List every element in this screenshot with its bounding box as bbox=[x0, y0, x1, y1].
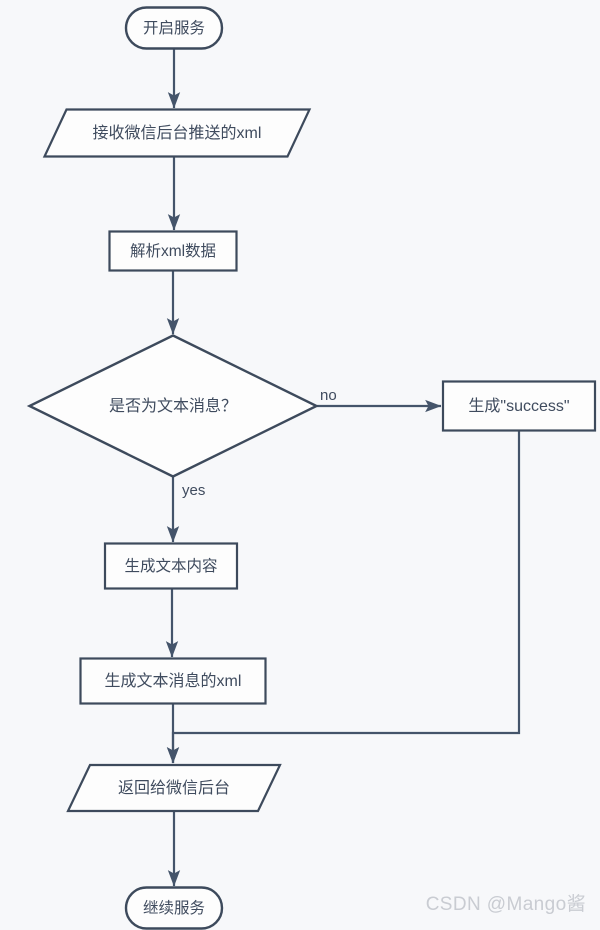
node-label-is-text-message: 是否为文本消息？ bbox=[109, 397, 237, 415]
flow-node-continue-service[interactable]: 继续服务 bbox=[124, 886, 224, 930]
flow-node-return-to-wechat[interactable]: 返回给微信后台 bbox=[66, 763, 282, 813]
node-label-receive-xml: 接收微信后台推送的xml bbox=[93, 124, 262, 142]
node-shape-rect bbox=[441, 380, 597, 432]
flow-node-receive-xml[interactable]: 接收微信后台推送的xml bbox=[42, 108, 312, 158]
flow-edge-success-to-return bbox=[166, 431, 521, 764]
flow-node-parse-xml[interactable]: 解析xml数据 bbox=[108, 230, 238, 272]
flow-node-start[interactable]: 开启服务 bbox=[124, 6, 224, 50]
flow-node-is-text-message[interactable]: 是否为文本消息？ bbox=[26, 334, 320, 478]
node-label-start: 开启服务 bbox=[143, 19, 205, 37]
flow-node-generate-success[interactable]: 生成"success" bbox=[441, 380, 597, 432]
edge-labels-layer: no yes bbox=[182, 387, 337, 499]
node-shape-parallelogram bbox=[42, 108, 312, 158]
node-label-continue-service: 继续服务 bbox=[143, 899, 205, 917]
node-shape-terminator bbox=[124, 6, 224, 50]
edges-layer bbox=[165, 49, 521, 887]
node-shape-diamond bbox=[26, 334, 320, 478]
node-label-parse-xml: 解析xml数据 bbox=[130, 242, 216, 260]
flow-node-generate-text-content[interactable]: 生成文本内容 bbox=[103, 542, 239, 590]
node-shape-rect bbox=[103, 542, 239, 590]
node-label-generate-text-xml: 生成文本消息的xml bbox=[105, 672, 242, 690]
node-shape-terminator bbox=[124, 886, 224, 930]
edge-label-decision-no-to-success: no bbox=[320, 387, 337, 404]
node-label-generate-success: 生成"success" bbox=[468, 397, 569, 415]
node-label-generate-text-content: 生成文本内容 bbox=[124, 557, 217, 575]
edge-label-decision-yes-to-content: yes bbox=[182, 482, 205, 499]
node-shape-parallelogram bbox=[66, 763, 282, 813]
flow-node-generate-text-xml[interactable]: 生成文本消息的xml bbox=[79, 657, 267, 705]
node-shape-rect bbox=[79, 657, 267, 705]
watermark: CSDN @Mango酱 bbox=[425, 894, 586, 915]
node-label-return-to-wechat: 返回给微信后台 bbox=[118, 779, 230, 797]
node-shape-rect bbox=[108, 230, 238, 272]
